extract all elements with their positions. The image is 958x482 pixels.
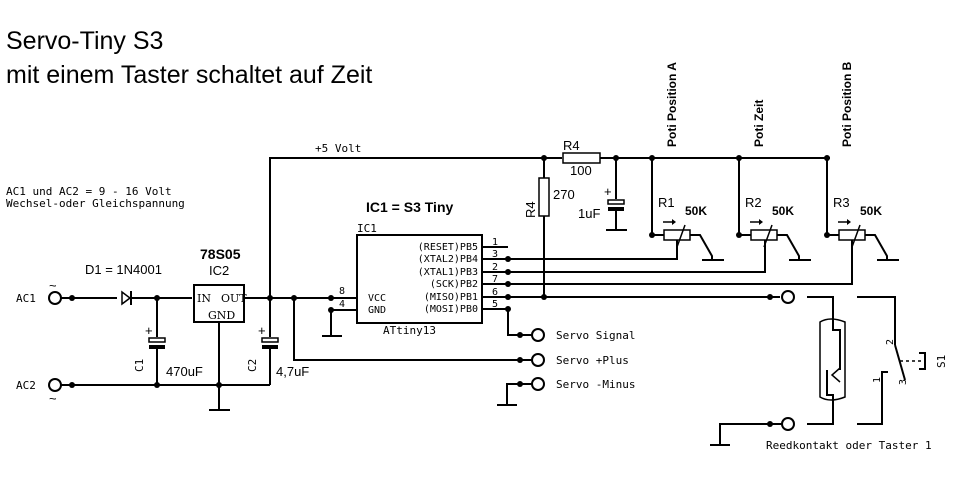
ac1-label: AC1 <box>16 292 36 305</box>
ic1-pin-vcc: VCC <box>368 293 386 304</box>
ic1-pin-num-gnd: 4 <box>339 299 345 310</box>
resistor-r4-pullup: 270 R4 <box>523 155 575 297</box>
poti-r3: R3 50K Poti Position B <box>824 61 899 261</box>
ac2-label: AC2 <box>16 379 36 392</box>
poti-value: 50K <box>685 204 707 218</box>
diode-d1: D1 = 1N4001 <box>85 262 192 306</box>
poti-value: 50K <box>772 204 794 218</box>
ac1-tilde: ~ <box>49 278 57 293</box>
ic1-pin-num: 5 <box>492 299 498 310</box>
r4-pullup-value: 270 <box>553 187 575 202</box>
regulator-pin-out: OUT <box>221 292 247 305</box>
rail-5v-wire <box>269 157 830 298</box>
servo-plus-label: Servo +Plus <box>556 354 629 367</box>
ac2-terminal: AC2 ~ <box>16 378 270 406</box>
r4-series-ref: R4 <box>563 138 580 153</box>
c2-ref: C2 <box>246 359 259 372</box>
regulator-ref: IC2 <box>209 263 229 278</box>
c2-plus: + <box>258 323 266 338</box>
ic1-attiny13: IC1 = S3 Tiny IC1 ATtiny13 8 4 VCC GND (… <box>322 199 511 337</box>
supply-note-line2: Wechsel-oder Gleichspannung <box>6 197 185 210</box>
c1-plus: + <box>145 323 153 338</box>
supply-note-line1: AC1 und AC2 = 9 - 16 Volt <box>6 185 172 198</box>
poti-label: Poti Zeit <box>752 100 766 147</box>
ic1-pin-num: 1 <box>492 237 498 248</box>
ic1-pin-num: 7 <box>492 274 498 285</box>
c3-plus: + <box>604 184 612 199</box>
ic1-pin-num: 2 <box>492 262 498 273</box>
s1-ref: S1 <box>935 355 948 368</box>
ic1-ref: IC1 <box>357 222 377 235</box>
poti-label: Poti Position B <box>840 61 854 147</box>
poti-r1: R1 50K Poti Position A <box>649 62 724 261</box>
poti-ref: R3 <box>833 195 850 210</box>
ac2-tilde: ~ <box>49 391 57 406</box>
poti-value: 50K <box>860 204 882 218</box>
r4-series-value: 100 <box>570 163 592 178</box>
servo-plus-wire <box>293 298 520 361</box>
reed-switch: 2 1 3 S1 Reedkontakt oder Taster 1 <box>710 290 948 452</box>
servo-connector: Servo Signal Servo +Plus Servo -Minus <box>497 328 635 406</box>
poti-ref: R2 <box>745 195 762 210</box>
ic1-pin-name: (RESET)PB5 <box>418 242 478 253</box>
poti-r2: R2 50K Poti Zeit <box>736 100 811 261</box>
diode-label: D1 = 1N4001 <box>85 262 162 277</box>
poti-label: Poti Position A <box>665 62 679 147</box>
servo-minus-label: Servo -Minus <box>556 378 635 391</box>
s1-pin2: 2 <box>885 339 896 345</box>
reed-caption: Reedkontakt oder Taster 1 <box>766 439 932 452</box>
s1-pin1: 1 <box>872 377 883 383</box>
ic1-pin-name: (XTAL1)PB3 <box>418 267 478 278</box>
capacitor-c2: + C2 4,7uF <box>246 298 309 385</box>
capacitor-c3: + 1uF <box>578 155 627 231</box>
ic1-pin-name: (XTAL2)PB4 <box>418 254 478 265</box>
ic1-pin-gnd: GND <box>368 305 386 316</box>
resistor-r4-series: R4 100 <box>562 138 601 178</box>
signal-wires <box>507 232 853 336</box>
ic1-pin-num: 6 <box>492 287 498 298</box>
capacitor-c1: + C1 470uF <box>133 298 203 385</box>
regulator-ic2: 78S05 IC2 IN OUT GND <box>193 246 330 411</box>
ic1-pin-num: 3 <box>492 249 498 260</box>
ic1-pin-num-vcc: 8 <box>339 286 345 297</box>
ic1-pin-name: (SCK)PB2 <box>430 279 478 290</box>
s1-pin3: 3 <box>898 379 909 385</box>
ac1-terminal: AC1 ~ <box>16 278 117 305</box>
servo-signal-label: Servo Signal <box>556 329 635 342</box>
title-line2: mit einem Taster schaltet auf Zeit <box>6 61 372 89</box>
title-line1: Servo-Tiny S3 <box>6 27 163 55</box>
rail-label: +5 Volt <box>315 142 361 155</box>
ic1-heading: IC1 = S3 Tiny <box>366 199 453 215</box>
poti-ref: R1 <box>658 195 675 210</box>
regulator-part: 78S05 <box>200 246 241 262</box>
ic1-pin-name: (MOSI)PB0 <box>424 304 478 315</box>
c1-ref: C1 <box>133 359 146 372</box>
r4-pullup-ref: R4 <box>523 201 538 218</box>
c1-value: 470uF <box>166 364 203 379</box>
regulator-pin-in: IN <box>197 292 211 305</box>
c3-value: 1uF <box>578 206 600 221</box>
ic1-part: ATtiny13 <box>383 324 436 337</box>
c2-value: 4,7uF <box>276 364 309 379</box>
ic1-pin-name: (MISO)PB1 <box>424 292 478 303</box>
regulator-pin-gnd: GND <box>208 309 235 322</box>
